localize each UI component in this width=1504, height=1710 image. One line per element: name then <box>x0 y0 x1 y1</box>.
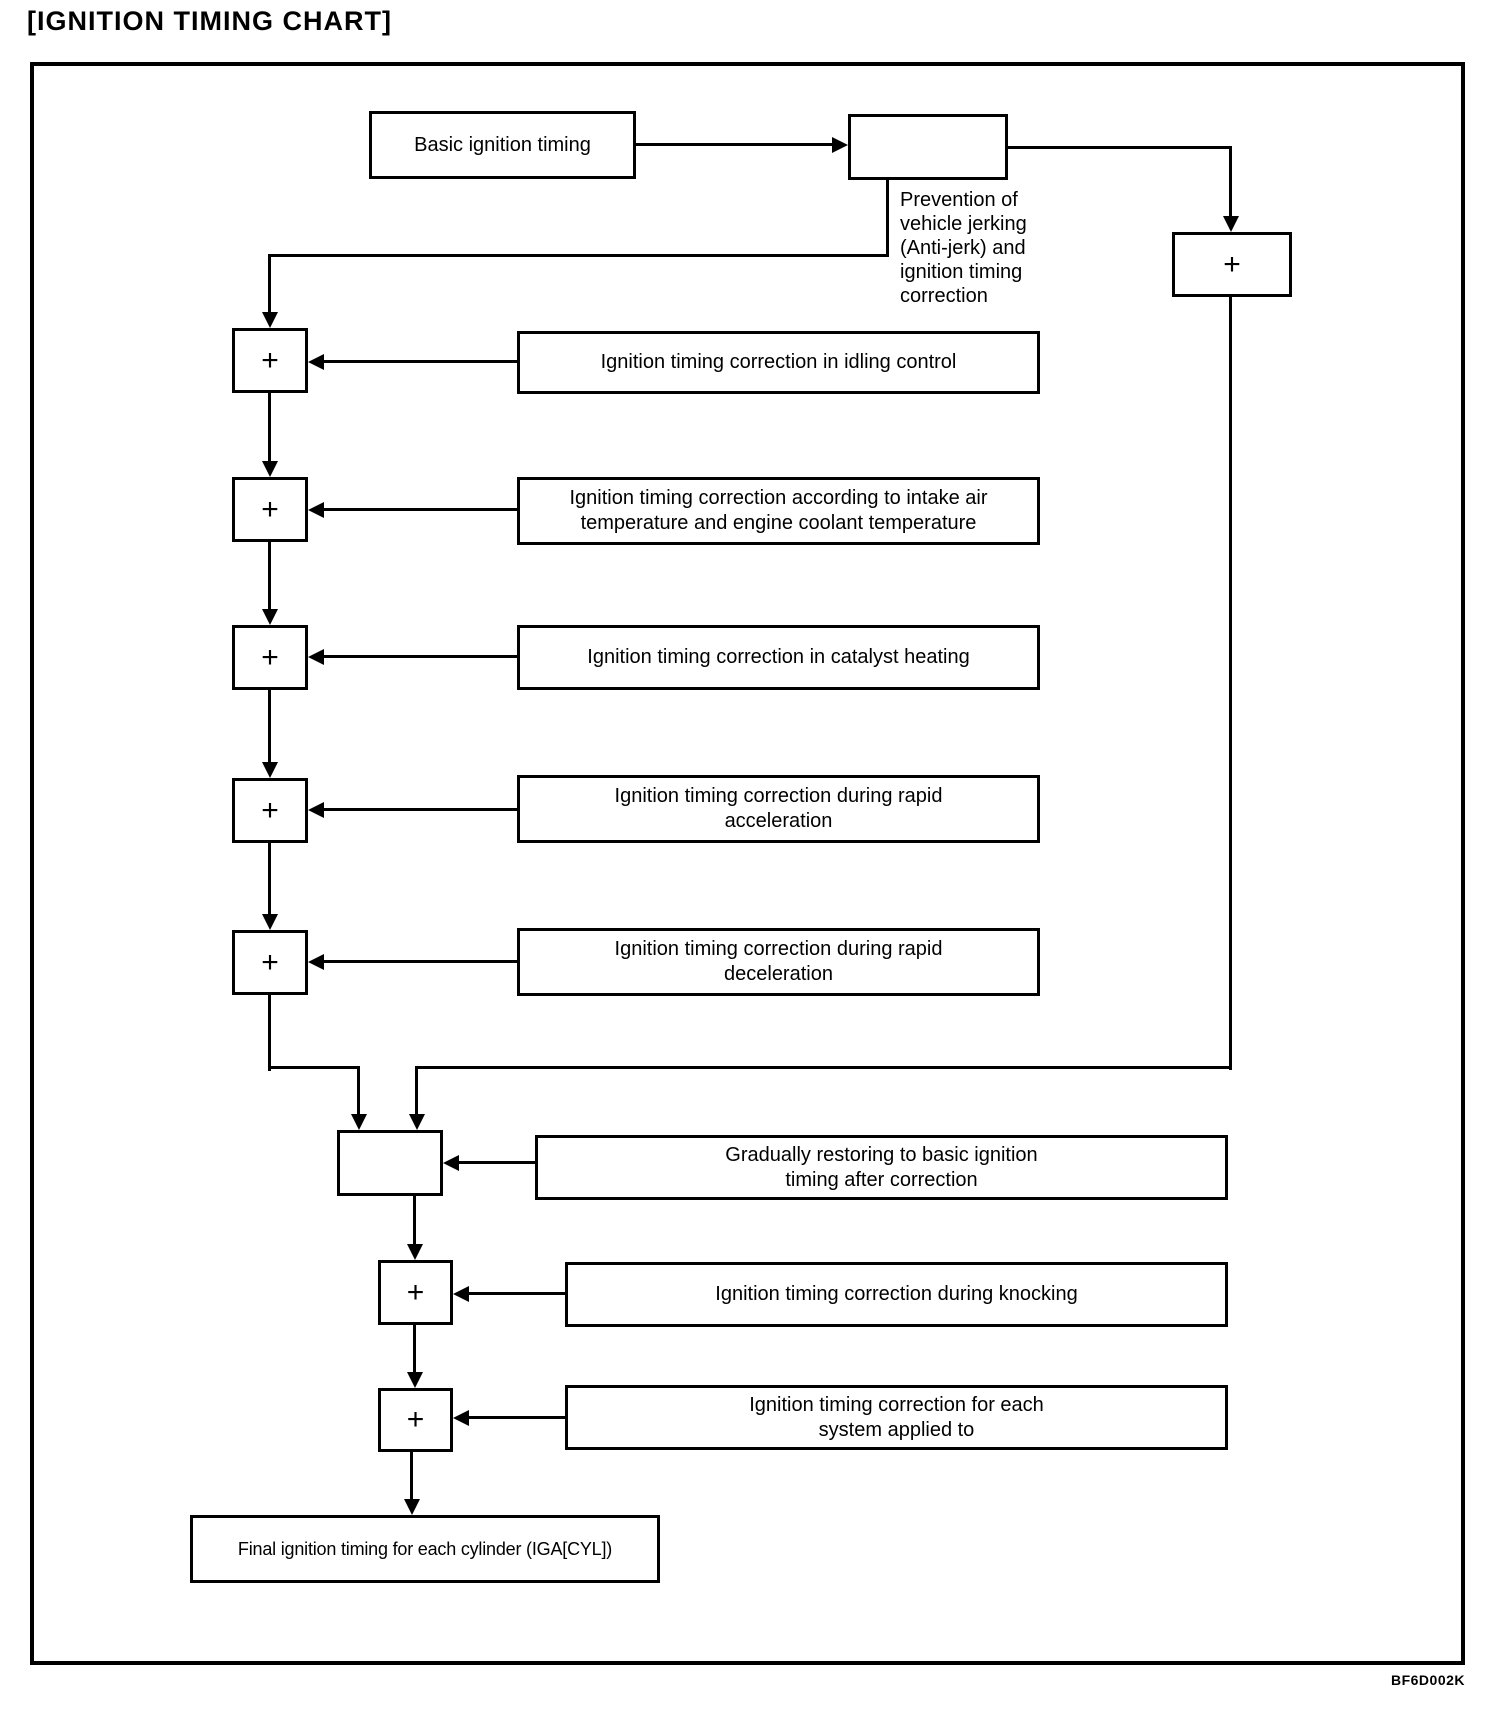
knocking-box: Ignition timing correction during knocki… <box>565 1262 1228 1327</box>
arrowhead-down-icon <box>262 312 278 328</box>
correction-box-acceleration: Ignition timing correction during rapid … <box>517 775 1040 843</box>
arrowhead-left-icon <box>308 954 324 970</box>
flow-line <box>636 143 832 146</box>
flow-line <box>413 1325 416 1376</box>
flow-line <box>886 180 889 257</box>
plus-box-idling: + <box>232 328 308 393</box>
flow-line <box>357 1066 360 1116</box>
merge-box <box>337 1130 443 1196</box>
flow-line <box>268 254 271 314</box>
plus-box-deceleration: + <box>232 930 308 995</box>
arrowhead-down-icon <box>1223 216 1239 232</box>
arrowhead-left-icon <box>443 1155 459 1171</box>
flow-line <box>467 1416 565 1419</box>
flow-line <box>268 843 271 916</box>
flow-line <box>457 1161 535 1164</box>
correction-box-temperature: Ignition timing correction according to … <box>517 477 1040 545</box>
flow-line <box>322 655 517 658</box>
basic-ignition-timing-box: Basic ignition timing <box>369 111 636 179</box>
flow-line <box>322 808 517 811</box>
flow-line <box>1229 297 1232 1070</box>
arrowhead-right-icon <box>832 137 848 153</box>
flow-line <box>415 1066 418 1116</box>
arrowhead-down-icon <box>351 1114 367 1130</box>
plus-box-temperature: + <box>232 477 308 542</box>
flow-line <box>467 1292 565 1295</box>
flow-line <box>417 1066 1232 1069</box>
final-box: Final ignition timing for each cylinder … <box>190 1515 660 1583</box>
plus-box-catalyst: + <box>232 625 308 690</box>
flow-line <box>268 542 271 611</box>
arrowhead-down-icon <box>262 461 278 477</box>
correction-box-catalyst: Ignition timing correction in catalyst h… <box>517 625 1040 690</box>
arrowhead-down-icon <box>262 609 278 625</box>
flow-line <box>322 508 517 511</box>
flow-line <box>268 995 271 1071</box>
arrowhead-left-icon <box>453 1410 469 1426</box>
flow-line <box>1229 146 1232 218</box>
plus-box-antijerk: + <box>1172 232 1292 297</box>
arrowhead-down-icon <box>262 914 278 930</box>
system-box: Ignition timing correction for each syst… <box>565 1385 1228 1450</box>
page-title: [IGNITION TIMING CHART] <box>27 6 392 36</box>
diagram-frame <box>30 62 1465 1665</box>
plus-box-acceleration: + <box>232 778 308 843</box>
arrowhead-down-icon <box>404 1499 420 1515</box>
correction-box-deceleration: Ignition timing correction during rapid … <box>517 928 1040 996</box>
restore-box: Gradually restoring to basic ignition ti… <box>535 1135 1228 1200</box>
flow-line <box>268 690 271 764</box>
flow-line <box>268 1066 360 1069</box>
arrowhead-down-icon <box>409 1114 425 1130</box>
flow-line <box>268 393 271 463</box>
flow-line <box>413 1196 416 1248</box>
correction-box-idling: Ignition timing correction in idling con… <box>517 331 1040 394</box>
arrowhead-left-icon <box>308 502 324 518</box>
flow-line <box>1008 146 1232 149</box>
junction-box <box>848 114 1008 180</box>
arrowhead-left-icon <box>308 354 324 370</box>
flow-line <box>268 254 888 257</box>
arrowhead-left-icon <box>453 1286 469 1302</box>
plus-box-system: + <box>378 1388 453 1452</box>
plus-box-knocking: + <box>378 1260 453 1325</box>
figure-code: BF6D002K <box>1390 1672 1465 1688</box>
flow-line <box>410 1452 413 1503</box>
flow-line <box>322 360 517 363</box>
flow-line <box>322 960 517 963</box>
arrowhead-left-icon <box>308 649 324 665</box>
prevention-note: Prevention of vehicle jerking (Anti-jerk… <box>900 189 1027 307</box>
arrowhead-down-icon <box>262 762 278 778</box>
arrowhead-down-icon <box>407 1244 423 1260</box>
arrowhead-down-icon <box>407 1372 423 1388</box>
arrowhead-left-icon <box>308 802 324 818</box>
